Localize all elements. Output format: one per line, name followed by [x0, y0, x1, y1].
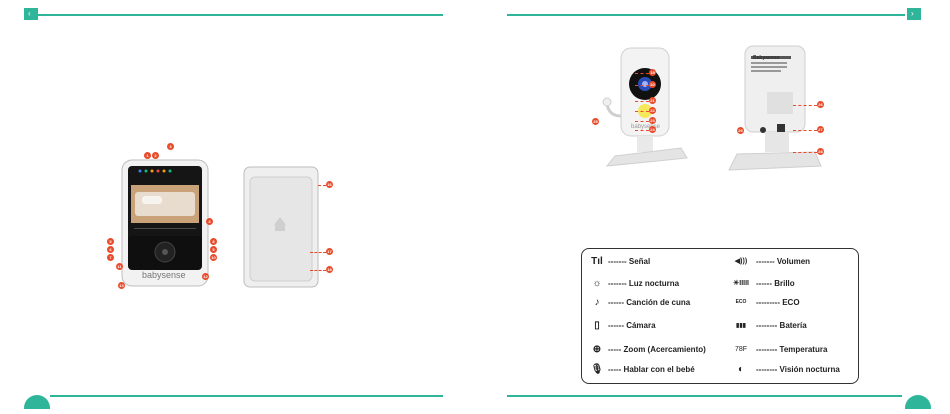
- leader-line: [635, 73, 649, 74]
- callout-13: 13: [118, 282, 125, 289]
- callout-23: 23: [649, 117, 656, 124]
- monitor-back-illustration: [243, 166, 319, 288]
- camera-back-brand: Babysense: [753, 55, 780, 61]
- legend-temperature: 78F -------- Temperatura: [730, 343, 827, 355]
- page-corner-tab-bottom: [24, 395, 50, 409]
- callout-7: 7: [107, 254, 114, 261]
- callout-1: 1: [144, 152, 151, 159]
- callout-29: 29: [737, 127, 744, 134]
- leader-line: [635, 85, 649, 86]
- leader-line: [310, 270, 326, 271]
- eco-icon: ECO: [735, 299, 747, 305]
- callout-22: 22: [649, 107, 656, 114]
- zoom-icon: ⊕: [592, 343, 602, 355]
- leader-line: [635, 130, 649, 131]
- page-corner-tab-bottom: [905, 395, 931, 409]
- callout-20: 20: [649, 81, 656, 88]
- callout-28: 28: [817, 148, 824, 155]
- leader-line: [635, 111, 649, 112]
- callout-19: 19: [649, 69, 656, 76]
- camera-icon: ▯: [594, 319, 600, 331]
- legend-brightness: ☀IIIII ------ Brillo: [730, 277, 795, 289]
- leader-line: [793, 105, 817, 106]
- legend-volume: ◀))) ------- Volumen: [730, 255, 810, 267]
- callout-26: 26: [817, 101, 824, 108]
- leader-line: [310, 252, 326, 253]
- volume-icon: ◀))): [734, 258, 748, 265]
- callout-5: 5: [107, 238, 114, 245]
- callout-21: 21: [649, 97, 656, 104]
- monitor-front-illustration: [121, 159, 209, 287]
- callout-4: 4: [206, 218, 213, 225]
- music-note-icon: ♪: [594, 296, 600, 308]
- leader-line: [635, 121, 649, 122]
- callout-18: 18: [326, 266, 333, 273]
- callout-3: 3: [167, 143, 174, 150]
- night-light-icon: ☼: [592, 277, 602, 289]
- bottom-rule: [50, 395, 443, 397]
- legend-battery: ▮▮▮ -------- Batería: [730, 319, 807, 331]
- camera-brand: babysense: [631, 124, 661, 130]
- leader-line: [318, 185, 326, 186]
- top-rule: [28, 14, 443, 16]
- left-page: ‹ babysense 1 2 3 4 5 6 7 8 9 10 11 12 1…: [24, 8, 443, 409]
- legend-talk: 🎙 ----- Hablar con el bebé: [590, 363, 695, 375]
- camera-front-illustration: [602, 47, 688, 167]
- legend-zoom: ⊕ ----- Zoom (Acercamiento): [590, 343, 706, 355]
- temperature-icon: 78F: [734, 345, 748, 353]
- page-corner-tab: ›: [907, 8, 921, 20]
- brightness-icon: ☀IIIII: [733, 280, 749, 287]
- legend-eco: ECO --------- ECO: [730, 296, 800, 308]
- page-corner-tab: ‹: [24, 8, 38, 20]
- callout-25: 25: [592, 118, 599, 125]
- signal-icon: Tıl: [591, 255, 603, 267]
- callout-12: 12: [202, 273, 209, 280]
- monitor-brand: babysense: [142, 270, 186, 280]
- callout-24: 24: [649, 126, 656, 133]
- legend-signal: Tıl ------- Señal: [591, 255, 651, 267]
- callout-8: 8: [210, 238, 217, 245]
- legend-night-vision: ◐ -------- Visión nocturna: [730, 363, 840, 375]
- camera-back-illustration: [728, 45, 822, 171]
- icon-legend: Tıl ------- Señal ☼ ------- Luz nocturna…: [581, 248, 859, 384]
- callout-2: 2: [152, 152, 159, 159]
- chevron-icon: ‹: [28, 9, 31, 18]
- night-vision-icon: ◐: [737, 363, 745, 375]
- callout-27: 27: [817, 126, 824, 133]
- legend-lullaby: ♪ ------ Canción de cuna: [590, 296, 691, 308]
- top-rule: [507, 14, 905, 16]
- callout-9: 9: [210, 246, 217, 253]
- callout-17: 17: [326, 248, 333, 255]
- leader-line: [793, 130, 817, 131]
- bottom-rule: [507, 395, 902, 397]
- legend-camera: ▯ ------ Cámara: [590, 319, 655, 331]
- chevron-icon: ›: [911, 9, 914, 18]
- callout-6: 6: [107, 246, 114, 253]
- legend-night-light: ☼ ------- Luz nocturna: [590, 277, 679, 289]
- callout-16: 16: [326, 181, 333, 188]
- right-page: › babysense Babysense 19 20 21 22 23 24 …: [475, 0, 950, 414]
- callout-10: 10: [210, 254, 217, 261]
- leader-line: [635, 101, 649, 102]
- leader-line: [793, 152, 817, 153]
- microphone-icon: 🎙: [590, 363, 604, 375]
- battery-icon: ▮▮▮: [736, 322, 746, 329]
- callout-11: 11: [116, 263, 123, 270]
